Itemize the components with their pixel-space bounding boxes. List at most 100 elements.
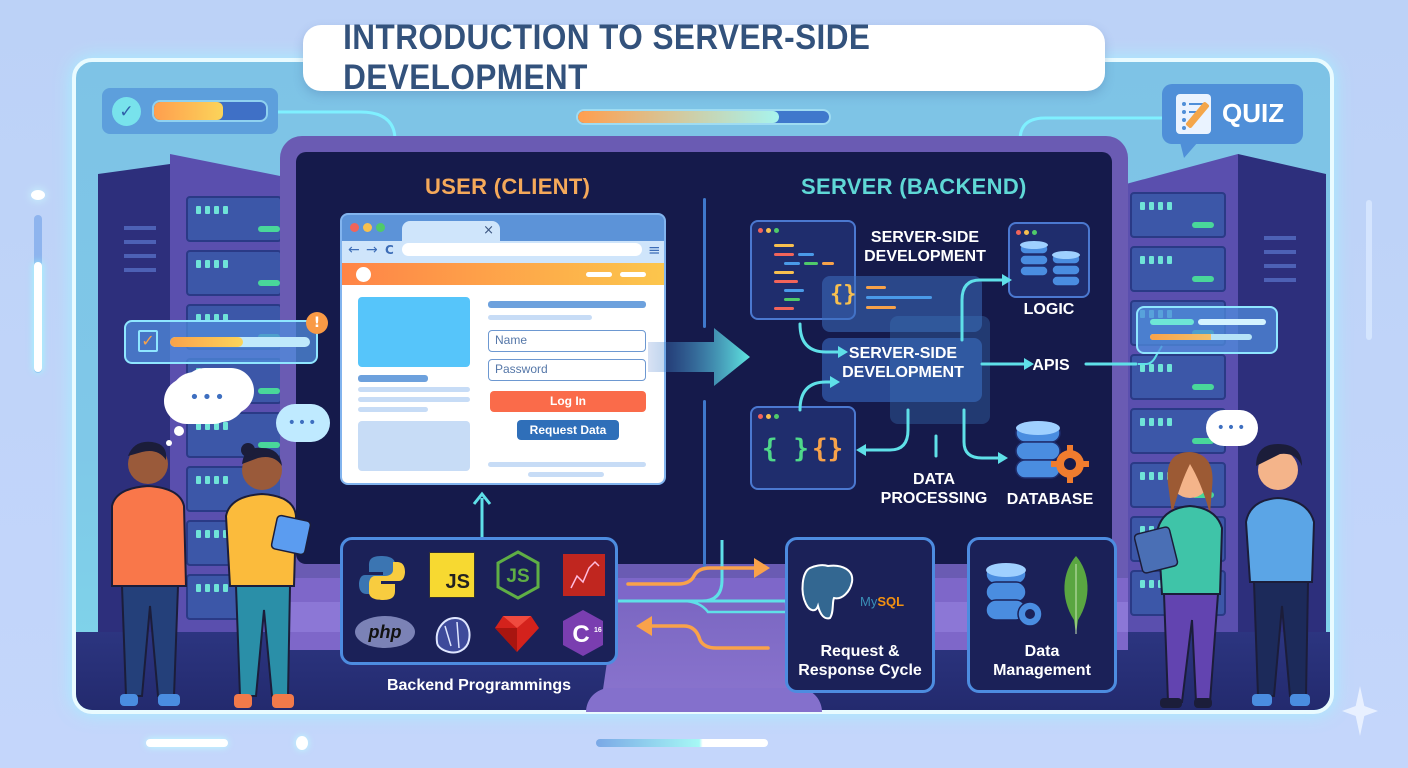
mongodb-leaf-logo — [1064, 556, 1088, 634]
rack-unit — [1130, 192, 1226, 238]
csharp-logo: C 16 — [563, 610, 603, 656]
browser-tab[interactable]: × — [402, 221, 500, 243]
client-heading: USER (CLIENT) — [425, 174, 591, 199]
speech-bubble: ••• — [276, 404, 330, 442]
title-banner: INTRODUCTION TO SERVER-SIDE DEVELOPMENT — [303, 18, 1105, 97]
svg-text:JS: JS — [506, 566, 529, 587]
left-vertical-progress-fill — [34, 262, 42, 372]
page-title: INTRODUCTION TO SERVER-SIDE DEVELOPMENT — [343, 18, 871, 97]
bottom-left-glow-bar — [146, 739, 228, 747]
rack-unit — [1130, 246, 1226, 292]
mysql-logo: MySQL — [860, 594, 905, 609]
bottom-left-glow-dot — [296, 736, 308, 750]
stand-base — [586, 688, 822, 712]
request-data-button[interactable]: Request Data — [517, 420, 619, 440]
top-center-progress-fill — [578, 111, 779, 123]
progress-fill — [154, 102, 224, 120]
speech-bubble-right: ••• — [1206, 410, 1258, 446]
person-orange-shirt — [111, 441, 188, 706]
address-bar[interactable] — [402, 243, 642, 256]
checkbox-edit-icon: ✓ — [138, 330, 158, 352]
apis-connector — [1138, 345, 1163, 365]
password-input[interactable]: Password — [488, 359, 646, 381]
python-logo — [359, 556, 405, 600]
name-input[interactable]: Name — [488, 330, 646, 352]
tab-close-icon[interactable]: × — [483, 223, 494, 238]
javascript-logo: JS — [429, 552, 475, 598]
database-label: DATABASE — [1006, 491, 1094, 508]
nodejs-logo: JS — [496, 550, 540, 600]
request-response-card: MySQL Request & Response Cycle — [785, 537, 935, 693]
task-progress-fill — [170, 337, 243, 347]
server-side-center-card — [822, 338, 982, 402]
info-progress-card — [1136, 306, 1278, 354]
braces-orange-icon: {} — [812, 434, 844, 464]
apis-label: APIS — [1032, 357, 1070, 374]
web-page: Name Password Log In Request Data — [342, 285, 664, 483]
menu-icon[interactable]: ≡ — [648, 241, 661, 259]
screen-divider — [703, 198, 706, 328]
quiz-button[interactable]: QUIZ — [1162, 84, 1303, 158]
up-arrow-icon — [472, 491, 492, 538]
perl-logo — [435, 616, 471, 654]
site-nav-link[interactable] — [620, 272, 646, 277]
database-stack-icon — [1019, 241, 1081, 287]
request-response-flow — [618, 540, 788, 650]
postgresql-elephant-logo — [801, 564, 854, 620]
task-progress-card: ✓ — [124, 320, 318, 364]
reload-icon[interactable]: C — [385, 243, 394, 257]
rack-unit — [186, 250, 282, 296]
php-logo: php — [355, 616, 415, 648]
back-arrow-icon[interactable]: ← — [348, 242, 360, 258]
server-side-top-label: SERVER-SIDE DEVELOPMENT — [864, 229, 986, 265]
maximize-dot[interactable] — [376, 223, 385, 232]
laravel-logo — [563, 554, 605, 596]
ruby-logo — [495, 616, 539, 652]
data-management-card: Data Management — [967, 537, 1117, 693]
thought-bubble: ••• — [170, 372, 246, 422]
server-heading: SERVER (BACKEND) — [801, 174, 1027, 199]
quiz-label: QUIZ — [1222, 98, 1285, 128]
right-vertical-bar — [1366, 200, 1372, 340]
backend-languages-label: Backend Programmings — [386, 677, 572, 694]
checklist-pencil-icon — [1176, 94, 1211, 134]
screen-divider-lower — [703, 400, 706, 570]
backend-languages-card: JS JS php C 16 — [340, 537, 618, 665]
content-image — [358, 421, 470, 471]
check-circle-icon: ✓ — [112, 97, 141, 126]
person-blue-shirt — [1244, 444, 1316, 706]
browser-toolbar: ← → C ≡ — [342, 241, 664, 263]
rack-unit — [1130, 354, 1226, 400]
close-dot[interactable] — [350, 223, 359, 232]
person-yellow-shirt — [224, 443, 312, 708]
logic-window — [1008, 222, 1090, 298]
code-snippet-card: {} — [822, 276, 982, 332]
rack-unit — [186, 196, 282, 242]
server-side-data-card — [890, 316, 990, 424]
person-green-shirt — [1134, 452, 1224, 708]
database-gear-icon — [985, 563, 1043, 627]
info-progress-track — [1150, 334, 1252, 340]
svg-text:C: C — [572, 621, 589, 648]
browser-window: × ← → C ≡ Name Password Log In Request D… — [340, 213, 666, 485]
server-flow-arrows — [798, 274, 1138, 464]
bottom-center-glow-bar — [596, 739, 768, 747]
forward-arrow-icon[interactable]: → — [366, 242, 378, 258]
site-logo[interactable] — [356, 267, 371, 282]
request-arrow-icon — [648, 328, 750, 386]
svg-text:16: 16 — [594, 627, 602, 634]
info-progress-fill — [1150, 334, 1212, 340]
thought-bubble-tail — [174, 426, 184, 436]
json-window: { } {} — [750, 406, 856, 490]
hero-image — [358, 297, 470, 367]
logic-label: LOGIC — [1023, 301, 1075, 318]
request-response-label: Request & Response Cycle — [798, 643, 922, 679]
braces-icon: {} — [830, 282, 857, 307]
left-glow-dot — [31, 190, 45, 200]
data-processing-label: DATA PROCESSING — [880, 471, 988, 507]
minimize-dot[interactable] — [363, 223, 372, 232]
braces-green-icon: { } — [762, 434, 809, 464]
login-button[interactable]: Log In — [490, 391, 646, 412]
site-nav-link[interactable] — [586, 272, 612, 277]
